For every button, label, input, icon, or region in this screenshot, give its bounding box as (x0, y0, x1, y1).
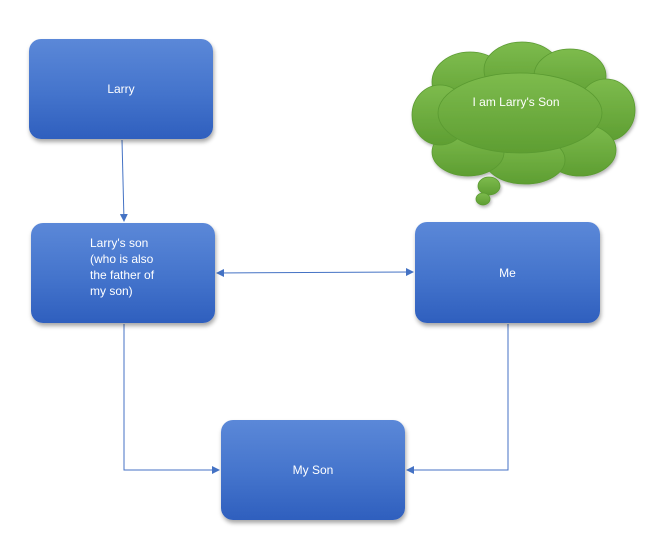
cloud-text: I am Larry's Son (472, 95, 560, 109)
node-my-son-label: My Son (292, 463, 334, 477)
connector-larrys-son-to-my-son (123, 324, 220, 474)
node-me[interactable]: Me (415, 222, 600, 323)
node-larry[interactable]: Larry (29, 39, 213, 139)
node-larry-label: Larry (107, 82, 135, 96)
node-my-son[interactable]: My Son (221, 420, 405, 520)
node-larrys-son-line: my son) (90, 284, 133, 298)
node-me-label: Me (499, 265, 516, 280)
node-larrys-son-line: Larry's son (90, 236, 149, 250)
node-larrys-son[interactable]: Larry's son (who is also the father of m… (31, 223, 215, 323)
thought-cloud (411, 41, 636, 206)
connector-larry-to-larrys-son (119, 139, 128, 222)
connector-me-to-my-son (406, 324, 509, 474)
node-larrys-son-line: the father of (90, 268, 155, 282)
node-larrys-son-line: (who is also (90, 252, 154, 266)
connector-larrys-son-to-me (216, 268, 414, 277)
node-larrys-son-label: Larry's son (who is also the father of m… (90, 235, 154, 299)
